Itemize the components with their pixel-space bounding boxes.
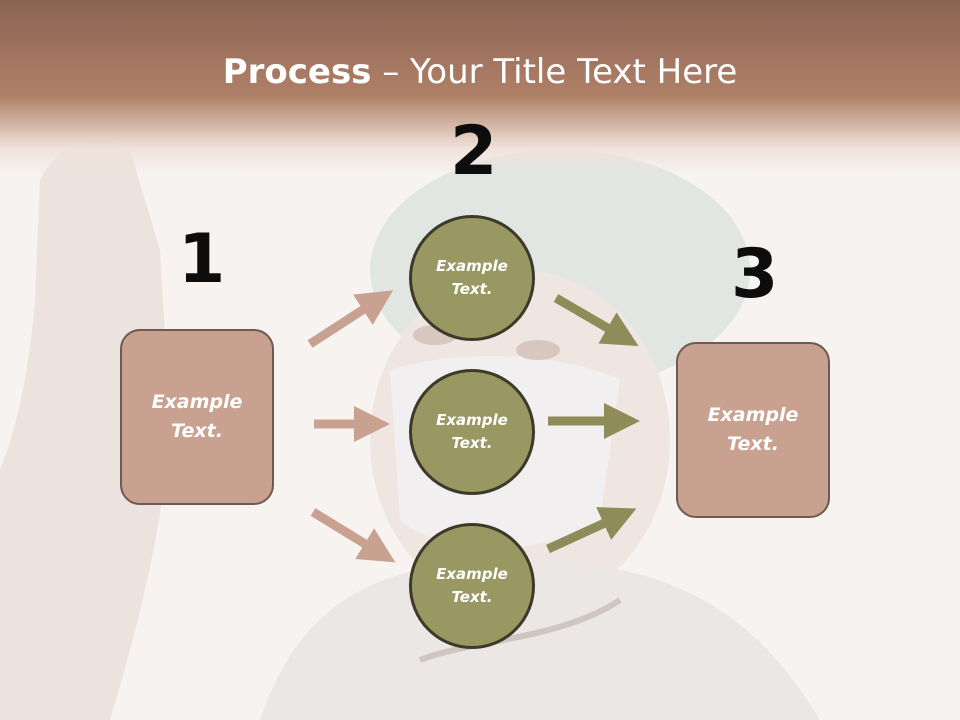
step-number-2: 2	[450, 112, 498, 191]
step-1-box-text: Example Text.	[151, 391, 243, 442]
step-2-circle-bottom: Example Text.	[409, 523, 535, 649]
arrow-right-top	[553, 294, 639, 347]
step-2-circle-top: Example Text.	[409, 215, 535, 341]
arrow-left-bottom	[310, 508, 396, 563]
slide-title: Process – Your Title Text Here	[0, 52, 960, 92]
header-band	[0, 0, 960, 175]
title-bold: Process	[222, 52, 372, 92]
step-number-3: 3	[731, 235, 779, 314]
step-1-box: Example Text.	[120, 329, 274, 505]
step-number-1: 1	[178, 220, 226, 299]
step-3-box-text: Example Text.	[707, 404, 799, 455]
circle-middle-text: Example Text.	[436, 411, 508, 452]
step-2-circle-middle: Example Text.	[409, 369, 535, 495]
title-rest: – Your Title Text Here	[371, 52, 738, 92]
circle-bottom-text: Example Text.	[436, 565, 508, 606]
arrow-right-bottom	[546, 507, 637, 554]
arrow-left-top	[307, 290, 394, 348]
circle-top-text: Example Text.	[436, 257, 508, 298]
step-3-box: Example Text.	[676, 342, 830, 518]
